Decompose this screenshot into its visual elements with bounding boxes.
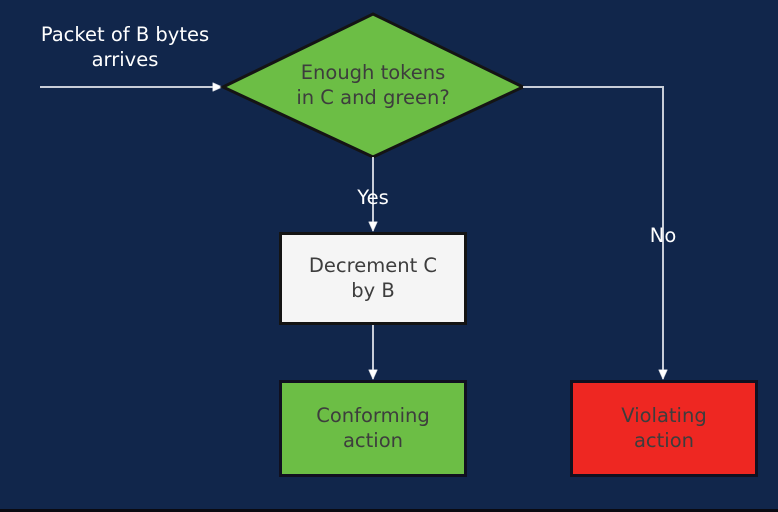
enough-tokens-decision-shape[interactable]	[219, 12, 527, 159]
conforming-action-box[interactable]	[279, 380, 467, 477]
connector-no-to-violating	[523, 86, 663, 379]
violating-action-box[interactable]	[570, 380, 758, 477]
decrement-process-box[interactable]	[279, 232, 467, 325]
